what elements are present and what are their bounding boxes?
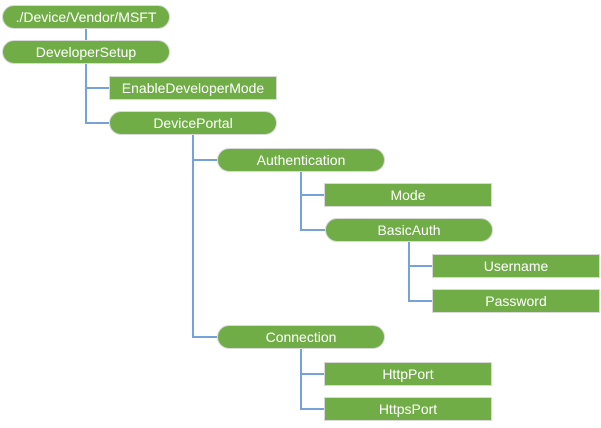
connector-line	[300, 408, 324, 410]
tree-node-label: HttpsPort	[378, 401, 438, 417]
tree-node-label: Password	[485, 293, 547, 309]
tree-node-label: DevicePortal	[153, 115, 233, 131]
connector-line	[85, 29, 87, 40]
tree-node-label: DeveloperSetup	[35, 44, 137, 60]
connector-line	[300, 349, 302, 410]
tree-node-label: EnableDeveloperMode	[121, 80, 265, 96]
tree-node-enable-developer-mode: EnableDeveloperMode	[109, 76, 277, 100]
tree-node-device-portal: DevicePortal	[109, 111, 277, 135]
connector-line	[85, 122, 109, 124]
connector-line	[408, 300, 432, 302]
connector-line	[300, 229, 325, 231]
tree-node-label: HttpPort	[382, 366, 434, 382]
tree-node-label: ./Device/Vendor/MSFT	[15, 9, 157, 25]
tree-node-basic-auth: BasicAuth	[325, 218, 493, 242]
connector-line	[408, 242, 410, 302]
tree-node-password: Password	[432, 289, 600, 313]
connector-line	[300, 172, 302, 231]
tree-node-developer-setup: DeveloperSetup	[2, 40, 170, 64]
connector-line	[192, 159, 217, 161]
connector-line	[408, 265, 432, 267]
connector-line	[192, 336, 217, 338]
tree-node-http-port: HttpPort	[324, 362, 492, 386]
tree-node-label: BasicAuth	[377, 222, 441, 238]
tree-node-https-port: HttpsPort	[324, 397, 492, 421]
connector-line	[300, 194, 324, 196]
tree-node-label: Connection	[265, 329, 337, 345]
connector-line	[85, 64, 87, 124]
tree-node-root: ./Device/Vendor/MSFT	[2, 5, 170, 29]
tree-node-username: Username	[432, 254, 600, 278]
tree-node-label: Authentication	[256, 152, 346, 168]
tree-node-mode: Mode	[324, 183, 492, 207]
connector-line	[192, 135, 194, 338]
tree-node-authentication: Authentication	[217, 148, 385, 172]
tree-node-label: Mode	[390, 187, 426, 203]
connector-line	[300, 373, 324, 375]
tree-node-connection: Connection	[217, 325, 385, 349]
connector-line	[85, 87, 109, 89]
tree-node-label: Username	[483, 258, 549, 274]
